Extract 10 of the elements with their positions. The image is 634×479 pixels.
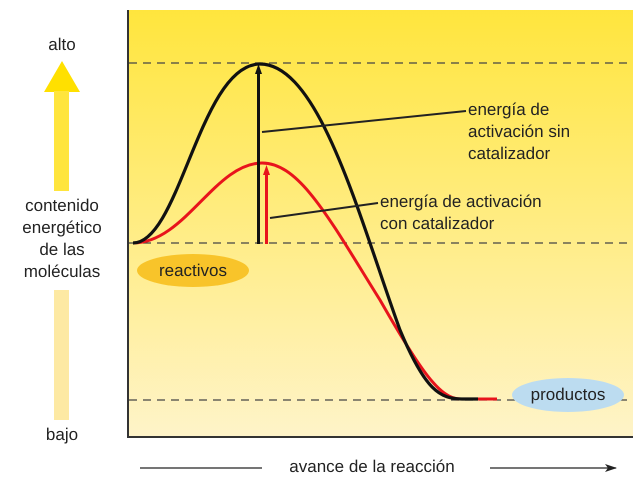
axis-label: alto — [47, 34, 77, 56]
axis-label: bajo — [44, 424, 80, 446]
axis-label: avance de la reacción — [288, 456, 456, 478]
callout-text: energía de activación con catalizador — [380, 191, 565, 235]
leader-line — [262, 110, 466, 133]
leader-line — [270, 202, 378, 219]
callout-text: energía de activación sin catalizador — [468, 99, 628, 165]
activation-energy-measure — [263, 165, 270, 244]
axis-label: contenido energético de las moléculas — [21, 195, 103, 283]
activation-energy-measure — [255, 64, 262, 244]
